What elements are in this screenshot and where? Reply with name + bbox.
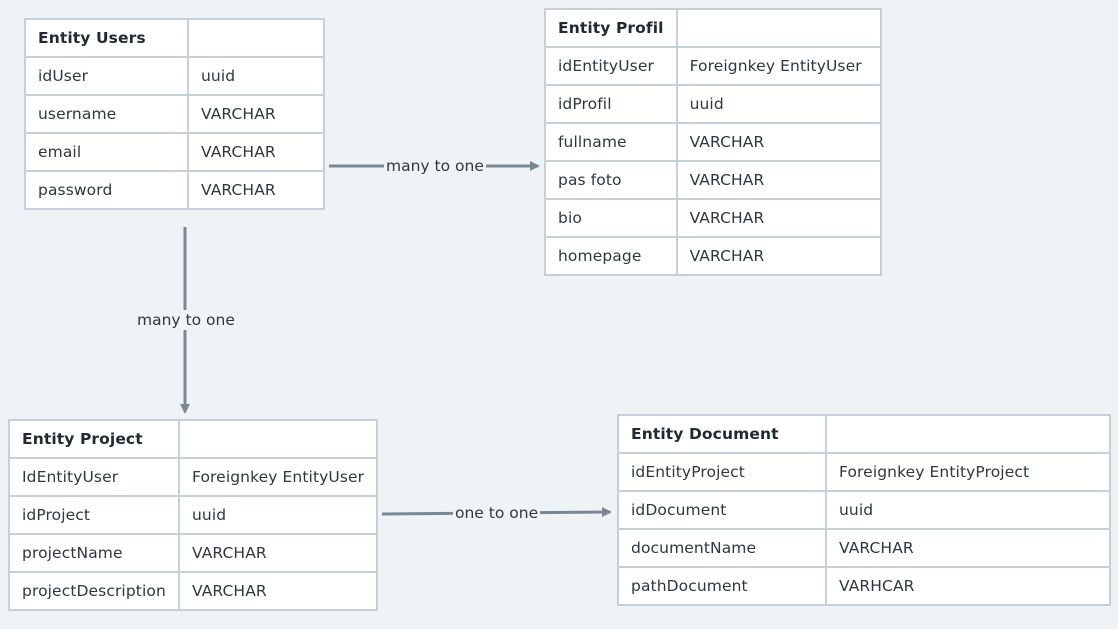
field-name: idEntityProject bbox=[617, 452, 827, 492]
field-name: idUser bbox=[24, 56, 189, 96]
table-row: email VARCHAR bbox=[24, 132, 325, 172]
field-name: documentName bbox=[617, 528, 827, 568]
field-type: VARCHAR bbox=[177, 571, 379, 611]
table-row: password VARCHAR bbox=[24, 170, 325, 210]
table-row: fullname VARCHAR bbox=[544, 122, 882, 162]
field-name: email bbox=[24, 132, 189, 172]
entity-users-table: Entity Users idUser uuid username VARCHA… bbox=[24, 18, 325, 210]
table-row: idProject uuid bbox=[8, 495, 379, 535]
table-row: projectDescription VARCHAR bbox=[8, 571, 379, 611]
field-type: VARCHAR bbox=[675, 198, 882, 238]
field-type: VARCHAR bbox=[825, 528, 1111, 568]
field-name: idProfil bbox=[544, 84, 678, 124]
field-type: VARCHAR bbox=[675, 122, 882, 162]
table-header-row: Entity Project bbox=[8, 419, 379, 459]
table-row: idEntityUser Foreignkey EntityUser bbox=[544, 46, 882, 86]
table-row: pathDocument VARHCAR bbox=[617, 566, 1111, 606]
entity-title: Entity Users bbox=[24, 18, 189, 58]
field-type: Foreignkey EntityUser bbox=[675, 46, 882, 86]
entity-header-blank bbox=[675, 8, 882, 48]
table-row: idUser uuid bbox=[24, 56, 325, 96]
field-name: idDocument bbox=[617, 490, 827, 530]
entity-title: Entity Project bbox=[8, 419, 180, 459]
table-row: pas foto VARCHAR bbox=[544, 160, 882, 200]
entity-title: Entity Profil bbox=[544, 8, 678, 48]
table-row: username VARCHAR bbox=[24, 94, 325, 134]
table-row: projectName VARCHAR bbox=[8, 533, 379, 573]
entity-profil-table: Entity Profil idEntityUser Foreignkey En… bbox=[544, 8, 882, 276]
entity-title: Entity Document bbox=[617, 414, 827, 454]
entity-header-blank bbox=[177, 419, 379, 459]
field-type: VARCHAR bbox=[187, 170, 325, 210]
field-type: uuid bbox=[187, 56, 325, 96]
table-header-row: Entity Profil bbox=[544, 8, 882, 48]
table-row: bio VARCHAR bbox=[544, 198, 882, 238]
field-name: IdEntityUser bbox=[8, 457, 180, 497]
field-name: idEntityUser bbox=[544, 46, 678, 86]
entity-project-table: Entity Project IdEntityUser Foreignkey E… bbox=[8, 419, 379, 611]
field-name: password bbox=[24, 170, 189, 210]
field-type: VARCHAR bbox=[177, 533, 379, 573]
field-name: username bbox=[24, 94, 189, 134]
field-type: VARCHAR bbox=[187, 132, 325, 172]
field-type: VARCHAR bbox=[675, 160, 882, 200]
relation-label-users-project: many to one bbox=[135, 310, 237, 330]
table-row: idEntityProject Foreignkey EntityProject bbox=[617, 452, 1111, 492]
entity-header-blank bbox=[825, 414, 1111, 454]
table-row: idDocument uuid bbox=[617, 490, 1111, 530]
field-type: uuid bbox=[825, 490, 1111, 530]
table-row: documentName VARCHAR bbox=[617, 528, 1111, 568]
table-row: homepage VARCHAR bbox=[544, 236, 882, 276]
field-type: Foreignkey EntityUser bbox=[177, 457, 379, 497]
field-name: homepage bbox=[544, 236, 678, 276]
field-name: bio bbox=[544, 198, 678, 238]
table-header-row: Entity Users bbox=[24, 18, 325, 58]
field-name: idProject bbox=[8, 495, 180, 535]
field-name: pathDocument bbox=[617, 566, 827, 606]
field-type: VARCHAR bbox=[675, 236, 882, 276]
field-name: projectDescription bbox=[8, 571, 180, 611]
entity-document-table: Entity Document idEntityProject Foreignk… bbox=[617, 414, 1111, 606]
field-type: Foreignkey EntityProject bbox=[825, 452, 1111, 492]
table-row: IdEntityUser Foreignkey EntityUser bbox=[8, 457, 379, 497]
field-name: fullname bbox=[544, 122, 678, 162]
field-type: uuid bbox=[675, 84, 882, 124]
table-header-row: Entity Document bbox=[617, 414, 1111, 454]
table-row: idProfil uuid bbox=[544, 84, 882, 124]
field-type: VARCHAR bbox=[187, 94, 325, 134]
entity-header-blank bbox=[187, 18, 325, 58]
field-type: VARHCAR bbox=[825, 566, 1111, 606]
field-type: uuid bbox=[177, 495, 379, 535]
field-name: projectName bbox=[8, 533, 180, 573]
relation-label-users-profil: many to one bbox=[384, 156, 486, 176]
relation-label-project-document: one to one bbox=[453, 503, 541, 523]
field-name: pas foto bbox=[544, 160, 678, 200]
